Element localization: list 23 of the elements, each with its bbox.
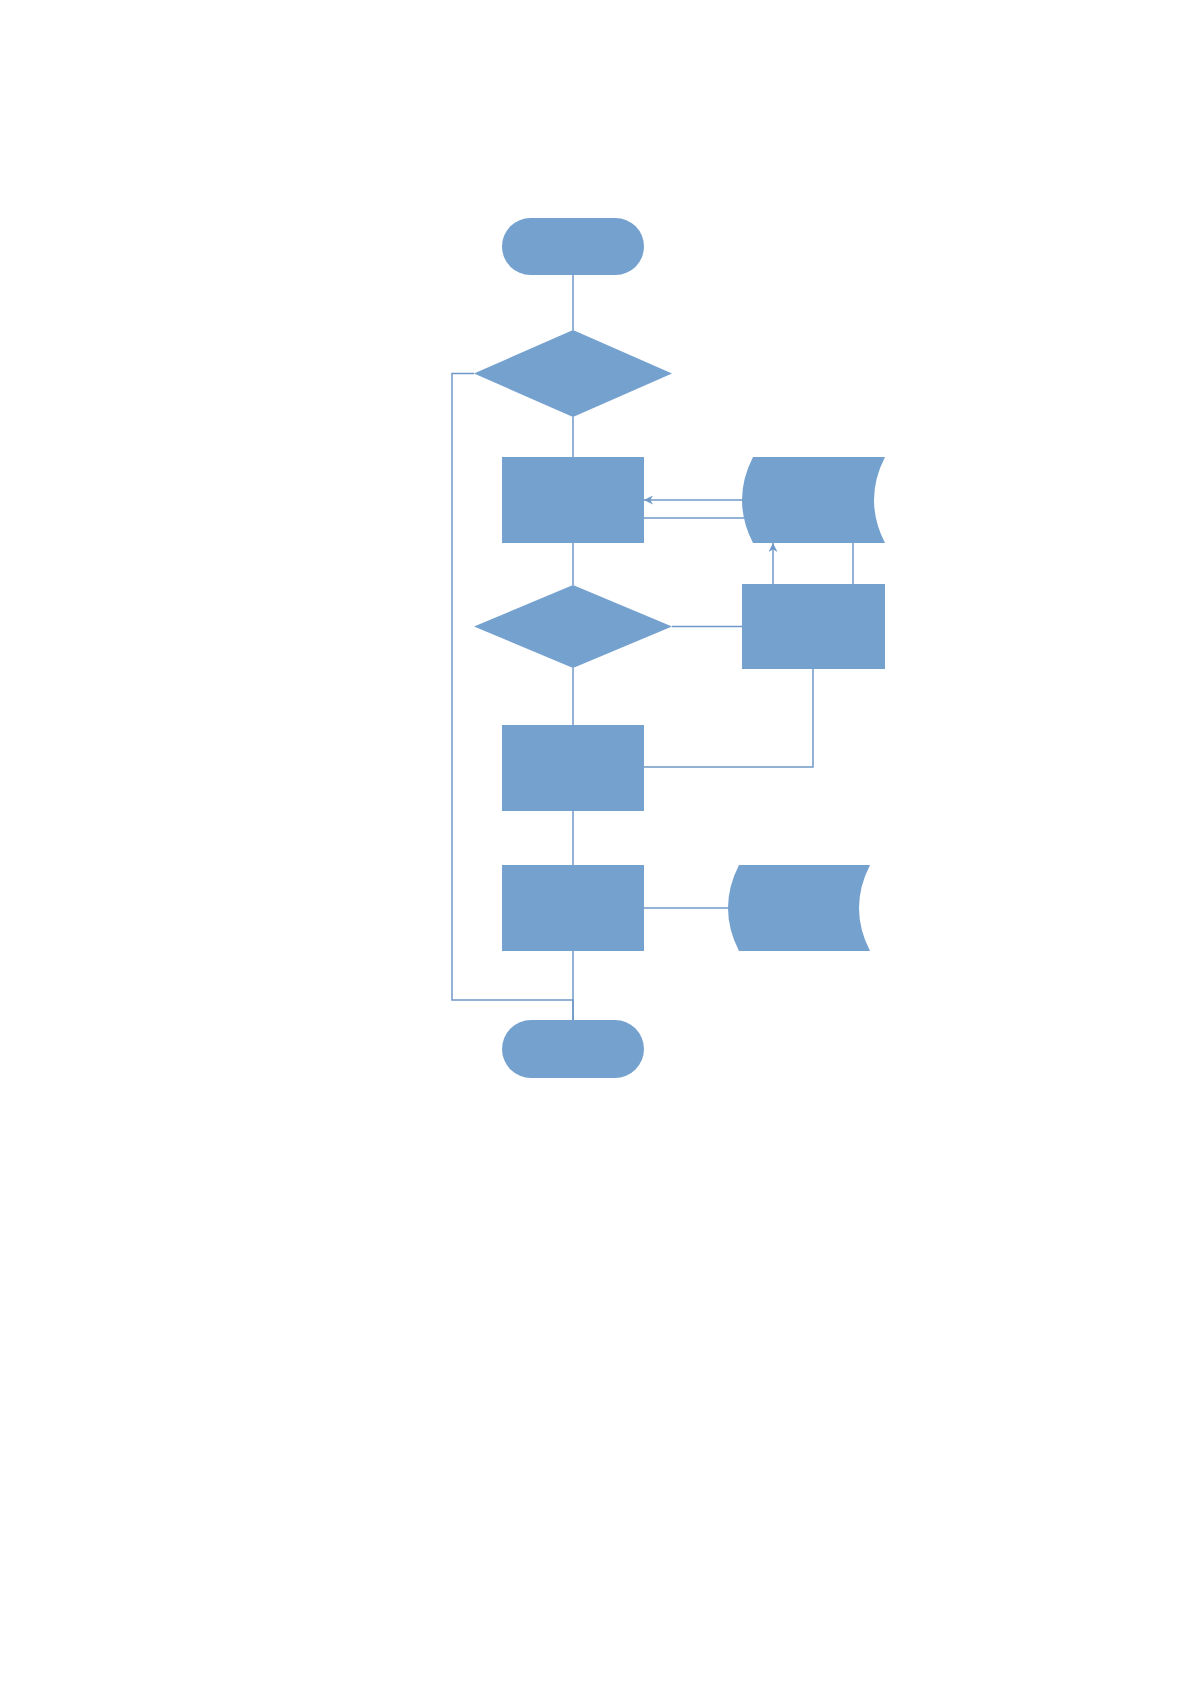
connector-line [643,668,814,768]
connector-line [451,372,574,1021]
terminator-shape [502,1020,644,1078]
terminator-shape [502,218,644,275]
data-storage-shape [728,865,870,951]
connector-line [643,517,745,519]
connector-line [643,907,729,909]
decision-diamond [474,330,672,417]
process-box [502,457,644,543]
decision-diamond [474,585,672,668]
process-box [502,725,644,811]
connector-line [572,274,574,331]
process-box [502,865,644,951]
connector-line [671,625,743,628]
arrow [768,542,778,585]
connector-line [852,542,854,585]
data-storage-shape [742,457,885,543]
connector-line [572,667,574,726]
process-box [742,584,885,669]
connector-line [572,542,574,586]
connector-line [572,810,574,866]
arrow [643,495,743,505]
connector-line [572,416,574,458]
